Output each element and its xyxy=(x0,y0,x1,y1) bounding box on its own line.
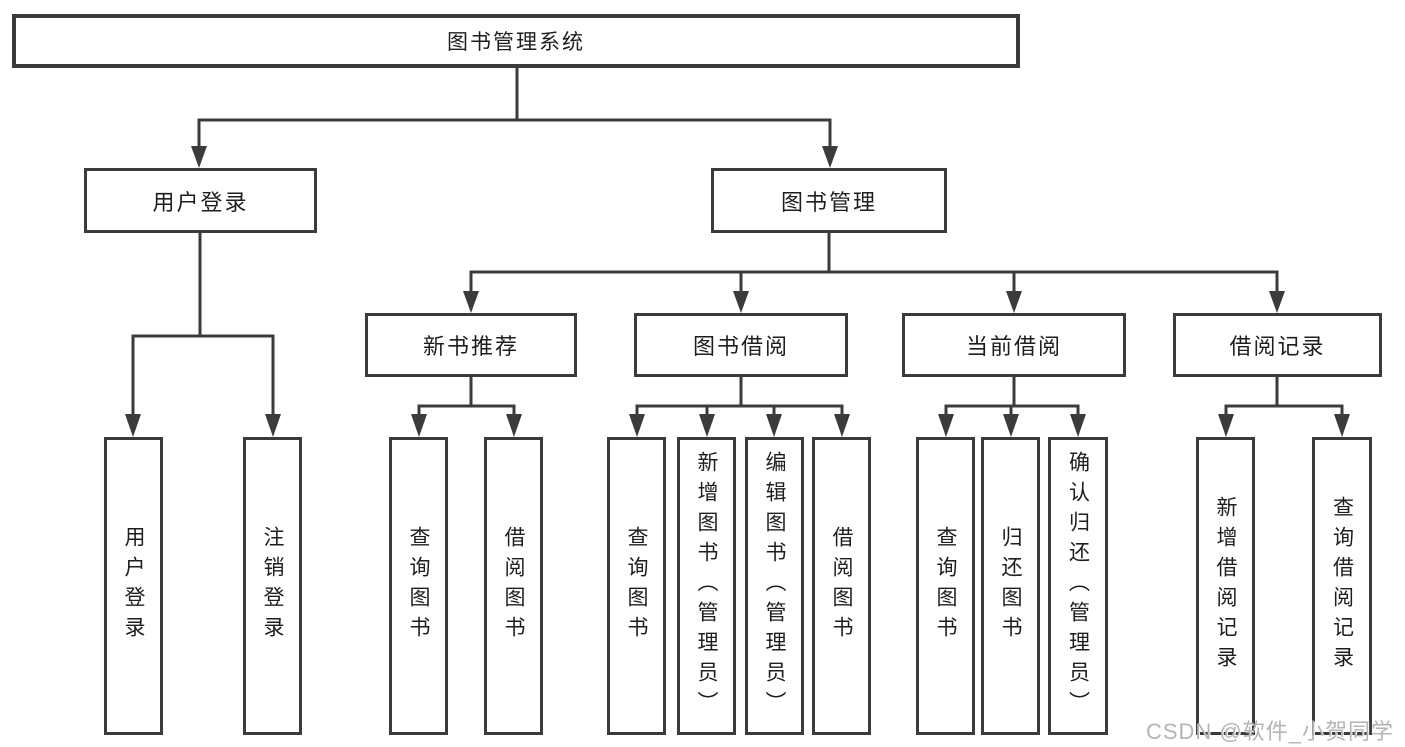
connector-borrow-records-to-leaves xyxy=(1218,375,1350,437)
leaf-label: 新增借阅记录 xyxy=(1214,496,1237,676)
node-book-management: 图书管理 xyxy=(711,168,947,233)
node-current-borrowing: 当前借阅 xyxy=(902,313,1126,377)
leaf-label: 借阅图书 xyxy=(830,526,853,646)
connector-user-login-to-leaves xyxy=(125,231,281,437)
leaf-label: 新增图书（管理员） xyxy=(695,451,718,721)
leaf-query-books-current: 查询图书 xyxy=(916,437,975,735)
leaf-edit-books-admin: 编辑图书（管理员） xyxy=(745,437,804,735)
leaf-borrow-books: 借阅图书 xyxy=(812,437,871,735)
leaf-label: 用户登录 xyxy=(122,526,145,646)
connector-new-book-to-leaves xyxy=(411,375,522,437)
leaf-confirm-return-admin: 确认归还（管理员） xyxy=(1048,437,1108,735)
connector-current-borrow-to-leaves xyxy=(938,375,1086,437)
leaf-label: 编辑图书（管理员） xyxy=(763,451,786,721)
leaf-label: 查询图书 xyxy=(407,526,430,646)
leaf-label: 查询借阅记录 xyxy=(1330,496,1354,676)
leaf-label: 确认归还（管理员） xyxy=(1066,451,1090,721)
watermark: CSDN @软件_小贺同学 xyxy=(1145,719,1394,744)
leaf-user-login: 用户登录 xyxy=(104,437,163,735)
leaf-label: 借阅图书 xyxy=(502,526,525,646)
leaf-query-books-recommend: 查询图书 xyxy=(389,437,448,735)
node-new-book-recommend: 新书推荐 xyxy=(365,313,577,377)
leaf-label: 归还图书 xyxy=(999,526,1022,646)
node-library-system: 图书管理系统 xyxy=(12,14,1020,68)
connector-root-to-level2 xyxy=(191,66,838,168)
node-borrowing-records: 借阅记录 xyxy=(1173,313,1382,377)
leaf-add-books-admin: 新增图书（管理员） xyxy=(677,437,736,735)
leaf-query-books-borrow: 查询图书 xyxy=(607,437,666,735)
connector-book-borrow-to-leaves xyxy=(629,375,850,437)
leaf-label: 注销登录 xyxy=(261,526,284,646)
leaf-logout-login: 注销登录 xyxy=(243,437,302,735)
node-book-borrowing: 图书借阅 xyxy=(634,313,848,377)
connector-book-mgmt-to-level3 xyxy=(463,231,1285,313)
leaf-label: 查询图书 xyxy=(934,526,957,646)
leaf-label: 查询图书 xyxy=(625,526,648,646)
leaf-query-borrow-record: 查询借阅记录 xyxy=(1312,437,1372,735)
leaf-return-books: 归还图书 xyxy=(981,437,1040,735)
leaf-add-borrow-record: 新增借阅记录 xyxy=(1196,437,1255,735)
leaf-borrow-books-recommend: 借阅图书 xyxy=(484,437,543,735)
node-user-login-group: 用户登录 xyxy=(84,168,317,233)
